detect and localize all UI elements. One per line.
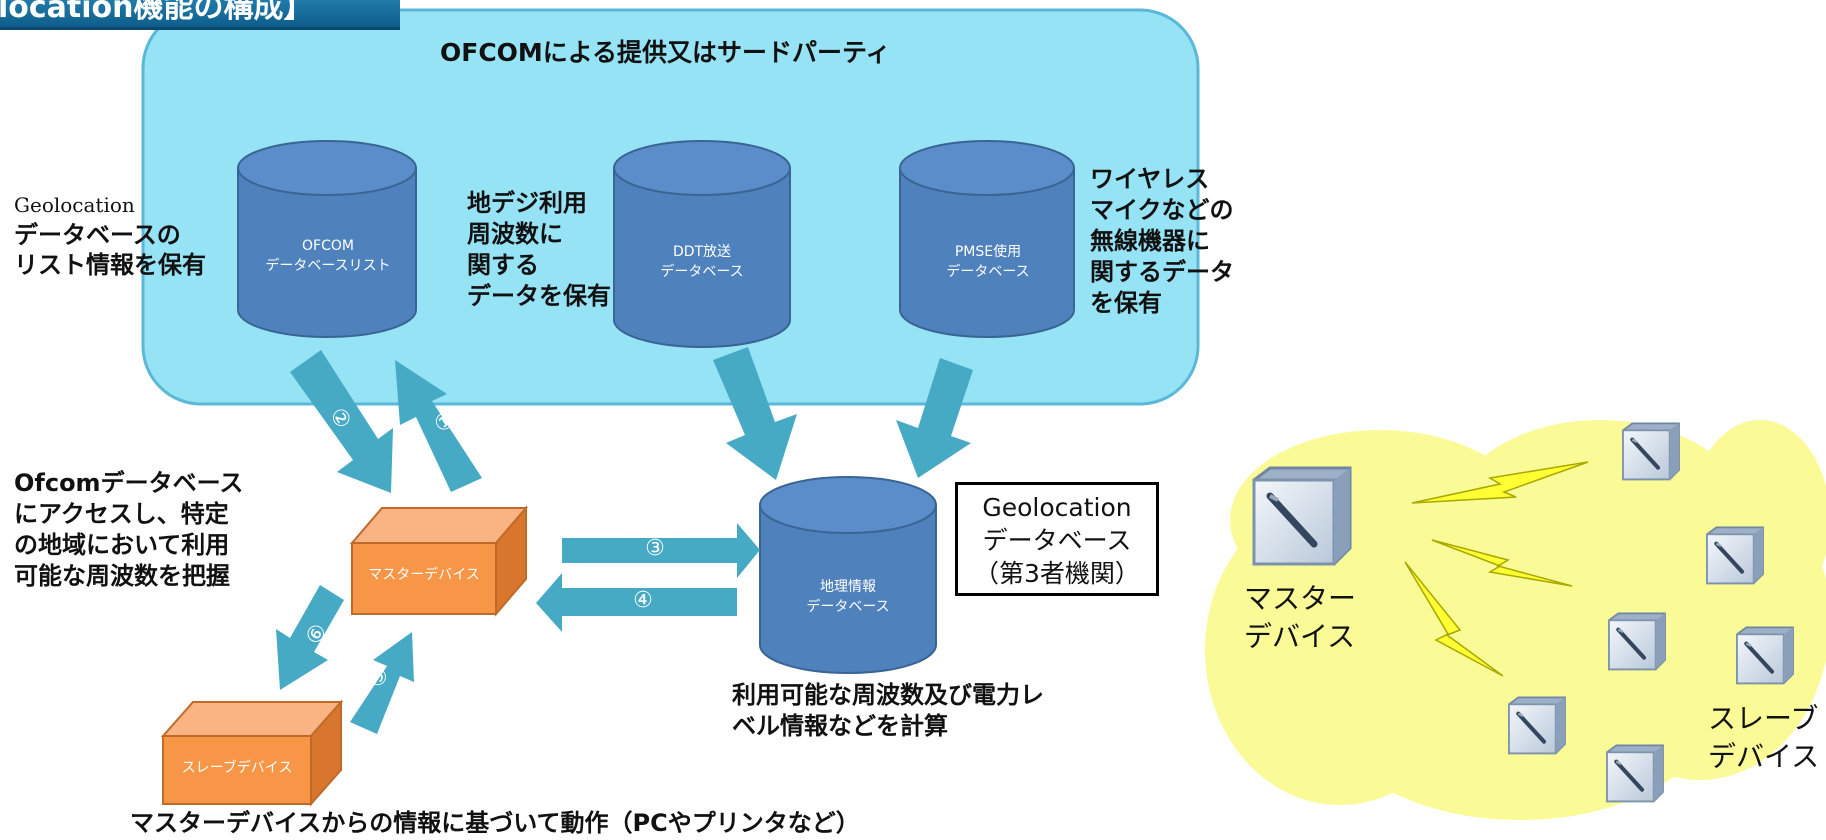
geo-db-label: 地理情報 データベース bbox=[806, 579, 890, 615]
arrow-step-4 bbox=[536, 573, 737, 632]
lightning-bolt-2 bbox=[1431, 539, 1573, 587]
slave-device-icon bbox=[1707, 527, 1763, 583]
ddt-note: 地デジ利用 周波数に 関する データを保有 bbox=[467, 189, 611, 310]
ofcom-list-cylinder bbox=[237, 140, 417, 338]
master-device-icon bbox=[1254, 468, 1350, 564]
arrow-step-5 bbox=[350, 632, 414, 734]
slave-device-label: スレーブデバイス bbox=[181, 760, 293, 776]
arrow-step-1 bbox=[395, 360, 482, 492]
lightning-bolt-3 bbox=[1404, 561, 1504, 677]
ddt-db-label: DDT放送 データベース bbox=[660, 244, 744, 280]
arrow-step-3 bbox=[562, 523, 760, 578]
pmse-db-label: PMSE使用 データベース bbox=[946, 244, 1030, 280]
step-4-marker: ④ bbox=[633, 588, 653, 613]
arrow-step-2 bbox=[290, 350, 393, 493]
pmse-note: ワイヤレス マイクなどの 無線機器に 関するデータ を保有 bbox=[1090, 165, 1234, 317]
right-master-label: マスター デバイス bbox=[1244, 582, 1357, 653]
ddt-cylinder bbox=[613, 140, 791, 348]
slave-device-icon bbox=[1609, 613, 1665, 669]
slave-device-icon bbox=[1509, 697, 1565, 753]
geolocation-list-note: Geolocation データベースの リスト情報を保有 bbox=[14, 193, 206, 279]
region-title: OFCOMによる提供又はサードパーティ bbox=[440, 38, 891, 67]
right-slave-label: スレーブ デバイス bbox=[1708, 702, 1820, 773]
geolocation-db-box: Geolocation データベース （第3者機関） bbox=[955, 482, 1159, 596]
arrow-pmse-down bbox=[896, 358, 973, 478]
master-device-label: マスターデバイス bbox=[368, 567, 480, 583]
ofcom-list-label: OFCOM データベースリスト bbox=[265, 238, 391, 274]
ofcom-access-note: Ofcomデータベース にアクセスし、特定 の地域において利用 可能な周波数を把… bbox=[14, 469, 244, 590]
slave-device-box bbox=[160, 699, 344, 807]
slave-device-icon bbox=[1737, 627, 1793, 683]
pmse-cylinder bbox=[899, 140, 1075, 338]
slave-device-icon bbox=[1623, 423, 1679, 479]
master-device-box bbox=[349, 505, 529, 617]
slave-operation-note: マスターデバイスからの情報に基づいて動作（PCやプリンタなど） bbox=[130, 809, 860, 837]
step-3-marker: ③ bbox=[645, 536, 665, 561]
page-title: location機能の構成】 bbox=[0, 0, 400, 30]
arrow-ddt-down bbox=[713, 347, 797, 480]
lightning-bolt-1 bbox=[1411, 461, 1589, 504]
arrow-step-6 bbox=[276, 585, 344, 690]
slave-device-icon bbox=[1607, 745, 1663, 801]
geo-db-cylinder bbox=[759, 476, 937, 674]
calculation-note: 利用可能な周波数及び電力レ ベル情報などを計算 bbox=[732, 681, 1044, 740]
